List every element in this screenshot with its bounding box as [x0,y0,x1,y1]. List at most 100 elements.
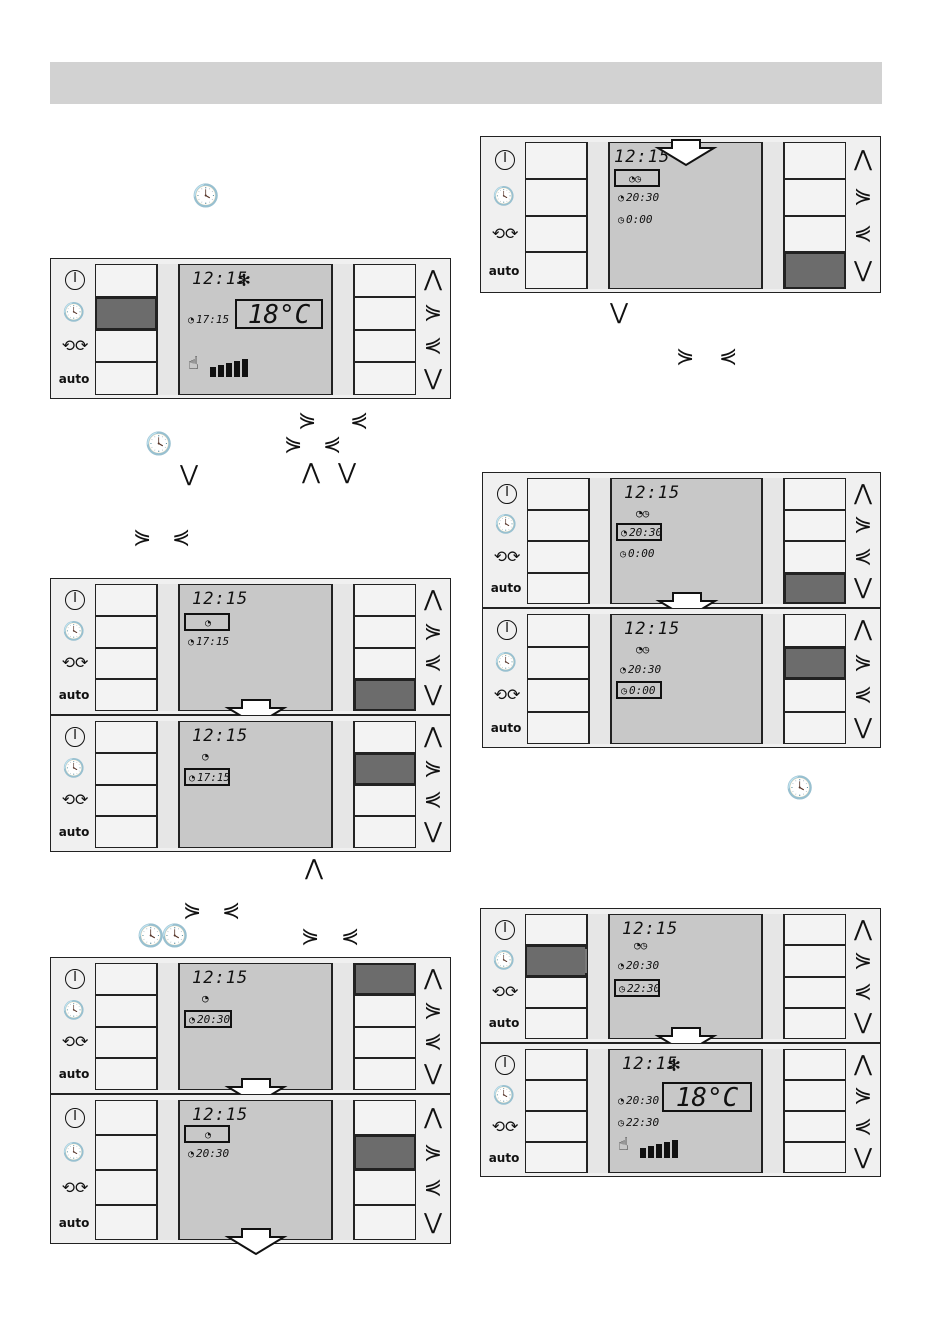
clock-mode-icon[interactable]: 🕓 [492,186,516,208]
power-icon[interactable]: I [495,1054,515,1075]
swap-mode-icon[interactable]: ⟲⟳ [61,1032,89,1052]
auto-mode-icon[interactable]: auto [488,263,520,278]
left-arrow-icon[interactable]: ⋞ [853,979,873,1005]
up-arrow-icon[interactable]: ⋀ [853,1051,873,1077]
power-icon[interactable]: I [497,620,517,641]
right-button-2[interactable] [354,1135,416,1170]
clock-mode-icon[interactable]: 🕓 [62,999,86,1021]
left-arrow-icon[interactable]: ⋞ [853,682,873,708]
right-button-2[interactable] [784,509,846,541]
up-arrow-icon[interactable]: ⋀ [853,617,873,643]
down-arrow-icon[interactable]: ⋁ [423,819,443,845]
up-arrow-icon[interactable]: ⋀ [423,1104,443,1130]
swap-mode-icon[interactable]: ⟲⟳ [491,1116,519,1136]
right-button-3[interactable] [784,215,846,253]
right-button-3[interactable] [784,1111,846,1142]
right-button-2[interactable] [354,296,416,330]
right-button-4[interactable] [354,362,416,395]
auto-mode-icon[interactable]: auto [488,1150,520,1165]
left-button-3[interactable] [95,647,157,680]
right-button-1[interactable] [784,478,846,510]
right-arrow-icon[interactable]: ⋟ [423,997,443,1023]
swap-mode-icon[interactable]: ⟲⟳ [61,1177,89,1197]
left-button-3[interactable] [525,1111,587,1142]
power-icon[interactable]: I [65,1107,85,1128]
left-button-2[interactable] [527,509,589,541]
left-button-2[interactable] [95,1135,157,1170]
left-button-1[interactable] [525,914,587,946]
right-button-1[interactable] [784,914,846,946]
right-button-3[interactable] [354,1170,416,1205]
right-arrow-icon[interactable]: ⋟ [853,184,873,210]
right-button-4[interactable] [784,572,846,604]
power-icon[interactable]: I [65,589,85,610]
swap-mode-icon[interactable]: ⟲⟳ [493,546,521,566]
right-button-1[interactable] [354,264,416,297]
auto-mode-icon[interactable]: auto [58,688,90,703]
left-button-1[interactable] [525,142,587,179]
power-icon[interactable]: I [65,270,85,291]
right-arrow-icon[interactable]: ⋟ [423,755,443,781]
left-button-1[interactable] [527,478,589,510]
left-button-3[interactable] [95,784,157,817]
right-button-2[interactable] [784,1080,846,1111]
up-arrow-icon[interactable]: ⋀ [853,916,873,942]
right-button-4[interactable] [784,1007,846,1039]
clock-mode-icon[interactable]: 🕓 [492,949,516,971]
power-icon[interactable]: I [495,919,515,940]
auto-mode-icon[interactable]: auto [490,581,522,596]
right-button-1[interactable] [784,1049,846,1080]
left-button-4[interactable] [527,572,589,604]
right-button-4[interactable] [354,679,416,711]
right-button-1[interactable] [354,1100,416,1135]
left-arrow-icon[interactable]: ⋞ [423,787,443,813]
left-button-2[interactable] [525,178,587,216]
down-arrow-icon[interactable]: ⋁ [853,1010,873,1036]
clock-mode-icon[interactable]: 🕓 [62,302,86,324]
left-button-3[interactable] [95,329,157,363]
left-button-4[interactable] [525,252,587,289]
auto-mode-icon[interactable]: auto [488,1016,520,1031]
power-icon[interactable]: I [495,150,515,171]
up-arrow-icon[interactable]: ⋀ [423,586,443,612]
right-arrow-icon[interactable]: ⋟ [853,649,873,675]
right-button-1[interactable] [354,584,416,616]
left-arrow-icon[interactable]: ⋞ [853,220,873,246]
auto-mode-icon[interactable]: auto [58,825,90,840]
down-arrow-icon[interactable]: ⋁ [423,682,443,708]
clock-mode-icon[interactable]: 🕓 [494,514,518,536]
swap-mode-icon[interactable]: ⟲⟳ [61,335,89,355]
left-button-4[interactable] [527,711,589,744]
right-arrow-icon[interactable]: ⋟ [423,300,443,326]
right-arrow-icon[interactable]: ⋟ [853,947,873,973]
right-arrow-icon[interactable]: ⋟ [853,512,873,538]
clock-mode-icon[interactable]: 🕓 [62,1141,86,1163]
right-button-4[interactable] [354,816,416,848]
left-arrow-icon[interactable]: ⋞ [423,650,443,676]
right-button-4[interactable] [354,1058,416,1090]
right-button-3[interactable] [784,679,846,712]
right-button-2[interactable] [784,945,846,977]
clock-mode-icon[interactable]: 🕓 [62,757,86,779]
up-arrow-icon[interactable]: ⋀ [423,965,443,991]
left-button-4[interactable] [525,1142,587,1173]
left-button-4[interactable] [95,362,157,395]
right-arrow-icon[interactable]: ⋟ [423,618,443,644]
right-button-3[interactable] [354,1026,416,1059]
left-button-1[interactable] [95,963,157,995]
down-arrow-icon[interactable]: ⋁ [853,575,873,601]
right-button-1[interactable] [354,721,416,753]
up-arrow-icon[interactable]: ⋀ [423,723,443,749]
auto-mode-icon[interactable]: auto [58,371,90,386]
down-arrow-icon[interactable]: ⋁ [423,1209,443,1235]
auto-mode-icon[interactable]: auto [58,1067,90,1082]
left-button-2[interactable] [95,752,157,785]
power-icon[interactable]: I [65,726,85,747]
left-button-1[interactable] [95,584,157,616]
right-button-3[interactable] [354,329,416,363]
down-arrow-icon[interactable]: ⋁ [423,365,443,391]
right-button-3[interactable] [354,784,416,817]
right-button-2[interactable] [784,646,846,679]
left-button-4[interactable] [95,816,157,848]
clock-mode-icon[interactable]: 🕓 [492,1084,516,1106]
